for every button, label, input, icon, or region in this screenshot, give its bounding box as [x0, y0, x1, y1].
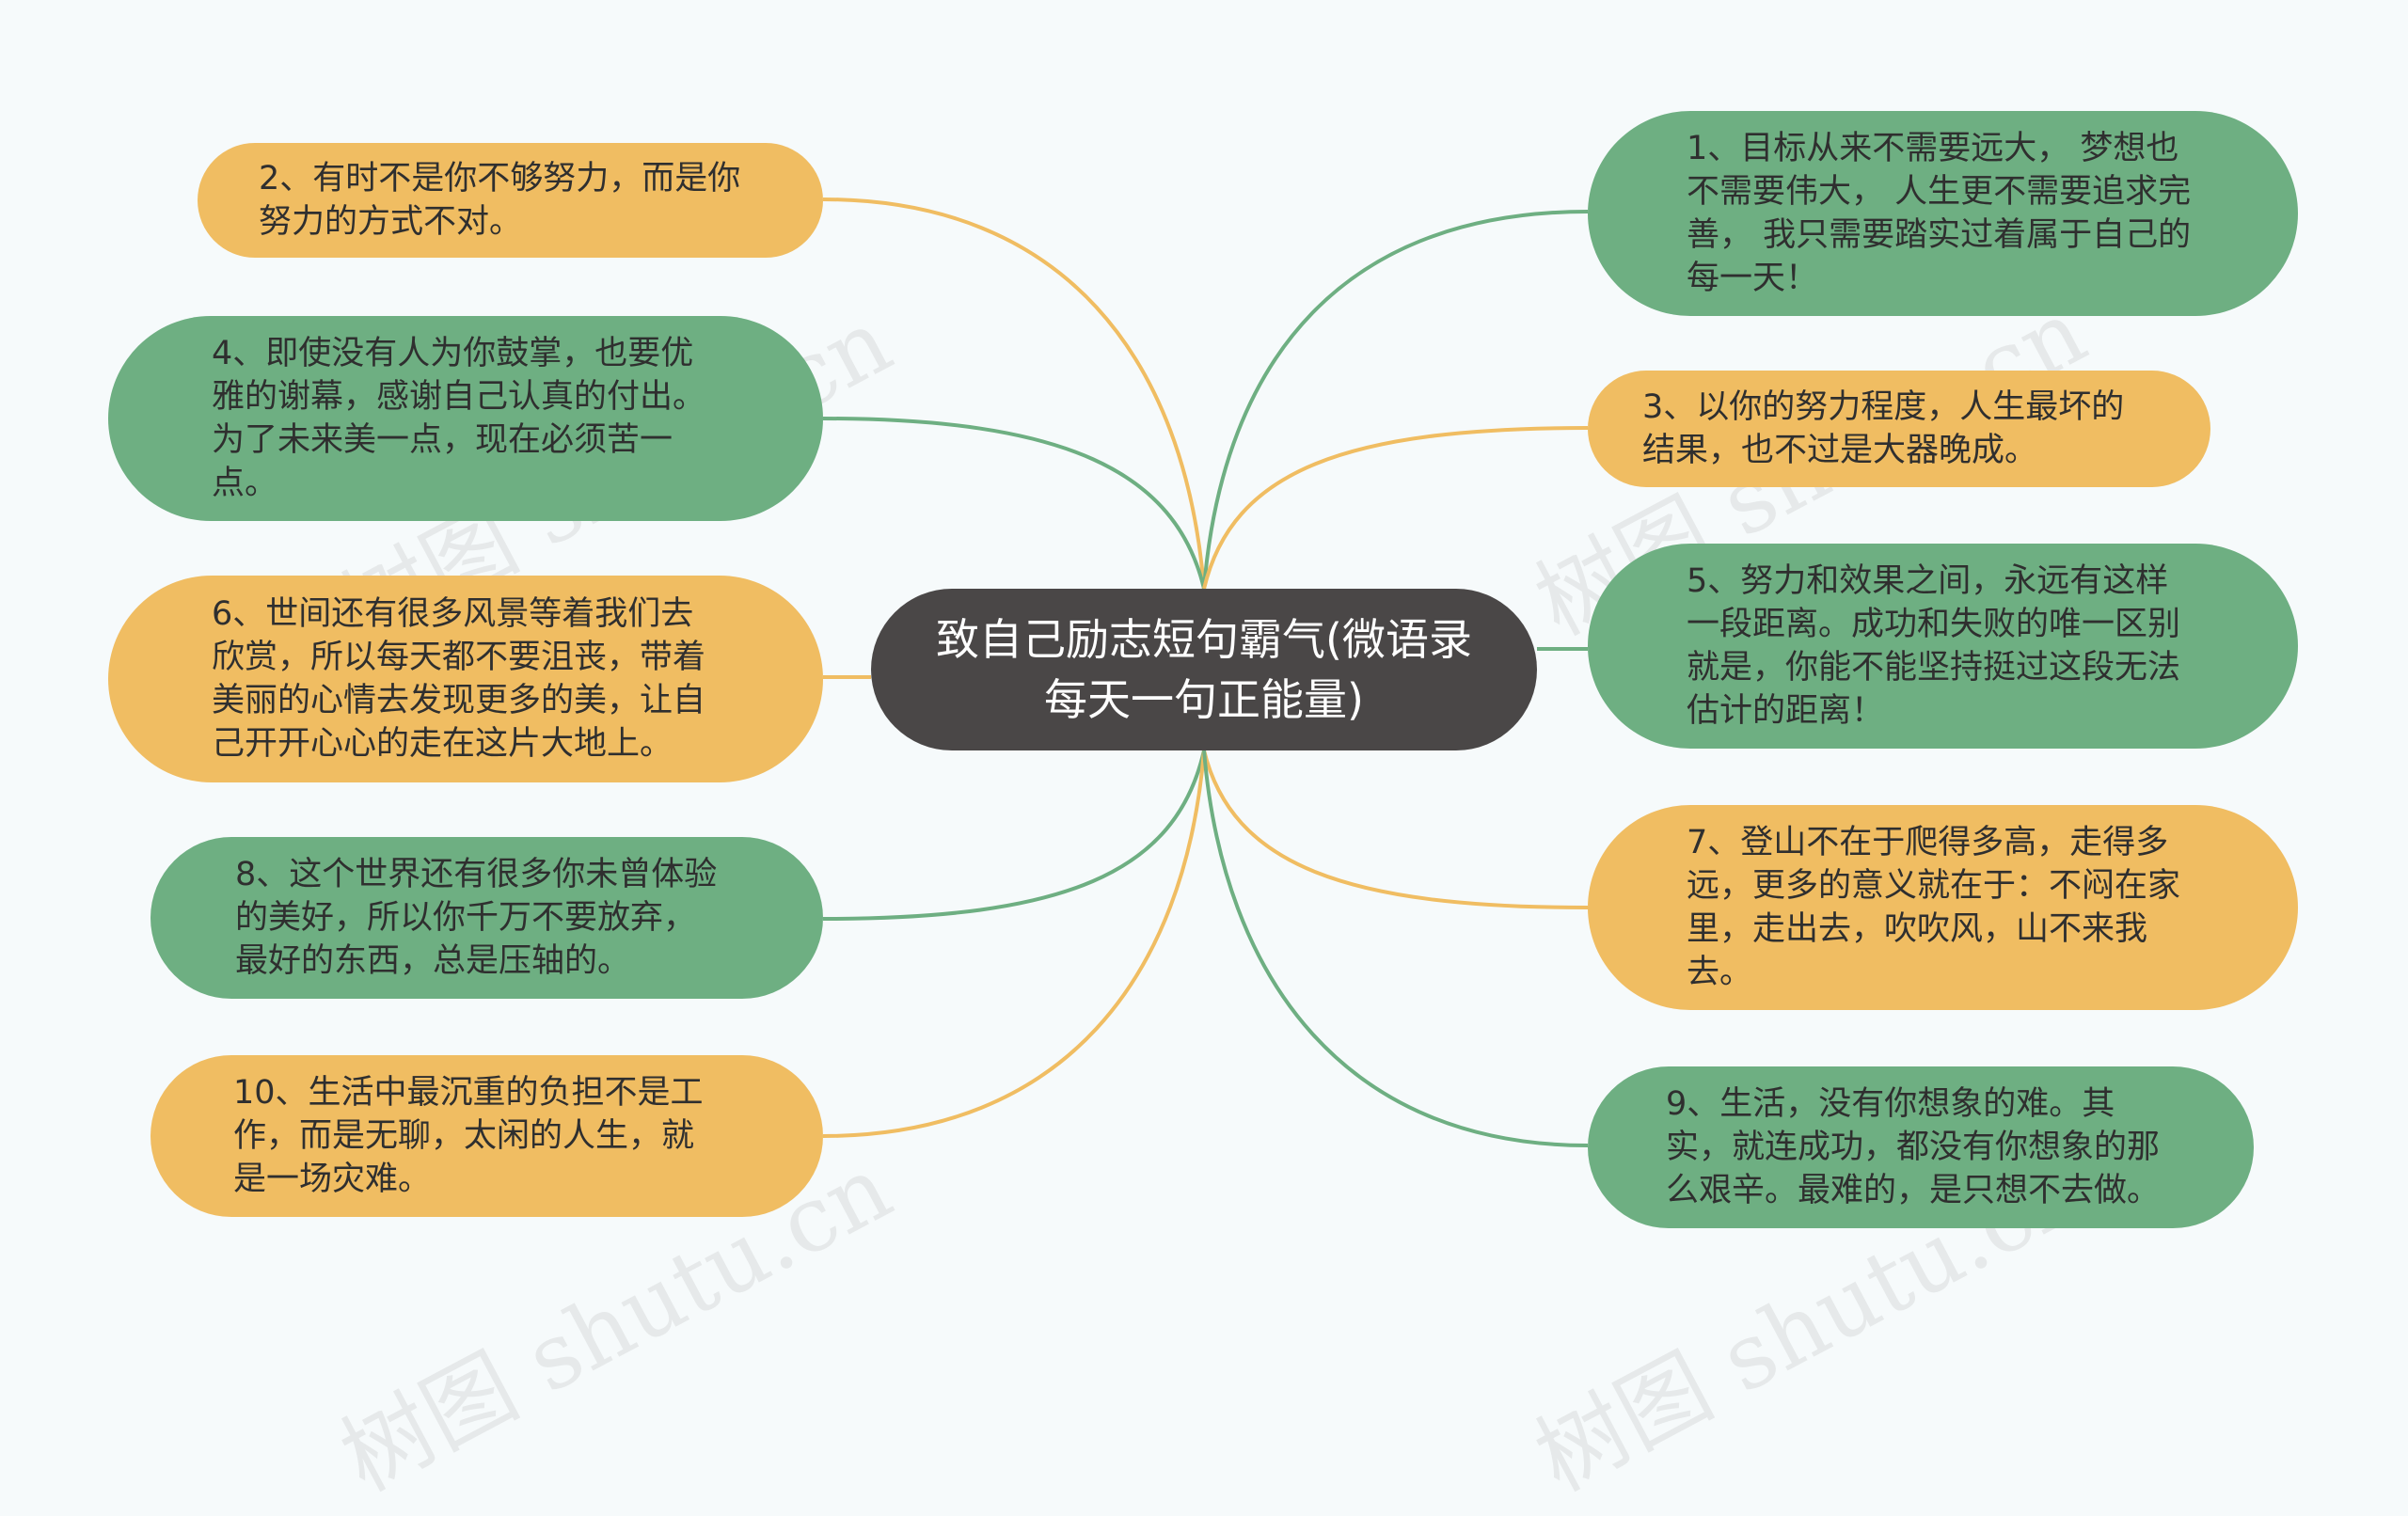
- topic-node-2-text: 2、有时不是你不够努力，而是你努力的方式不对。: [259, 160, 741, 241]
- mind-map-canvas: 树图 shutu.cn 树图 shutu.cn 树图 shutu.cn 树图 s…: [108, 111, 2298, 1511]
- connector-n10: [822, 750, 1206, 1138]
- topic-node-1[interactable]: 1、目标从来不需要远大， 梦想也不需要伟大， 人生更不需要追求完善， 我只需要踏…: [1588, 111, 2298, 316]
- connector-n4: [822, 417, 1206, 590]
- central-topic-title: 致自己励志短句霸气(微语录每天一句正能量): [936, 614, 1472, 725]
- topic-node-2[interactable]: 2、有时不是你不够努力，而是你努力的方式不对。: [198, 143, 823, 258]
- topic-node-8[interactable]: 8、这个世界还有很多你未曾体验的美好，所以你千万不要放弃，最好的东西，总是压轴的…: [150, 837, 823, 999]
- topic-node-4-text: 4、即使没有人为你鼓掌，也要优雅的谢幕，感谢自己认真的付出。为了未来美一点，现在…: [212, 335, 706, 502]
- connector-n2: [822, 197, 1206, 590]
- topic-node-9-text: 9、生活，没有你想象的难。其实，就连成功，都没有你想象的那么艰辛。最难的，是只想…: [1666, 1085, 2161, 1209]
- connector-lines: [822, 197, 1589, 1147]
- connector-n7: [1202, 750, 1589, 909]
- topic-node-9[interactable]: 9、生活，没有你想象的难。其实，就连成功，都没有你想象的那么艰辛。最难的，是只想…: [1588, 1066, 2254, 1228]
- connector-n3: [1202, 426, 1589, 590]
- topic-node-1-text: 1、目标从来不需要远大， 梦想也不需要伟大， 人生更不需要追求完善， 我只需要踏…: [1687, 130, 2192, 297]
- connector-n9: [1202, 750, 1589, 1147]
- topic-node-3[interactable]: 3、以你的努力程度，人生最坏的结果，也不过是大器晚成。: [1588, 371, 2210, 487]
- topic-node-5[interactable]: 5、努力和效果之间，永远有这样一段距离。成功和失败的唯一区别就是，你能不能坚持挺…: [1588, 544, 2298, 749]
- topic-node-3-text: 3、以你的努力程度，人生最坏的结果，也不过是大器晚成。: [1642, 388, 2125, 469]
- topic-node-6[interactable]: 6、世间还有很多风景等着我们去欣赏，所以每天都不要沮丧，带着美丽的心情去发现更多…: [108, 576, 823, 782]
- central-topic[interactable]: 致自己励志短句霸气(微语录每天一句正能量): [871, 589, 1537, 750]
- topic-node-8-text: 8、这个世界还有很多你未曾体验的美好，所以你千万不要放弃，最好的东西，总是压轴的…: [235, 856, 718, 980]
- topic-node-5-text: 5、努力和效果之间，永远有这样一段距离。成功和失败的唯一区别就是，你能不能坚持挺…: [1687, 562, 2181, 730]
- topic-node-10[interactable]: 10、生活中最沉重的负担不是工作，而是无聊，太闲的人生，就是一场灾难。: [150, 1055, 823, 1217]
- connector-n1: [1202, 210, 1589, 590]
- topic-node-10-text: 10、生活中最沉重的负担不是工作，而是无聊，太闲的人生，就是一场灾难。: [233, 1074, 704, 1198]
- topic-node-7[interactable]: 7、登山不在于爬得多高，走得多远，更多的意义就在于：不闷在家里，走出去，吹吹风，…: [1588, 805, 2298, 1010]
- topic-node-4[interactable]: 4、即使没有人为你鼓掌，也要优雅的谢幕，感谢自己认真的付出。为了未来美一点，现在…: [108, 316, 823, 521]
- topic-node-6-text: 6、世间还有很多风景等着我们去欣赏，所以每天都不要沮丧，带着美丽的心情去发现更多…: [212, 595, 706, 763]
- connector-n8: [822, 750, 1206, 921]
- topic-node-7-text: 7、登山不在于爬得多高，走得多远，更多的意义就在于：不闷在家里，走出去，吹吹风，…: [1687, 824, 2181, 991]
